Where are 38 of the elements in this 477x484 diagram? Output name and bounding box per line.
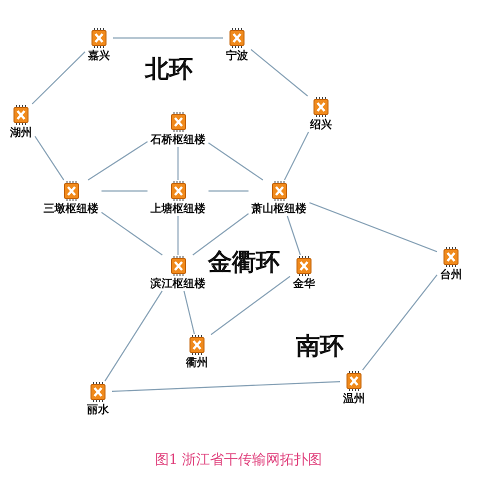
link-line	[113, 37, 223, 39]
link-line	[208, 142, 264, 180]
figure-caption: 图1 浙江省干传输网拓扑图	[154, 451, 324, 469]
node-label: 嘉兴	[88, 49, 110, 62]
ring-label: 北环	[145, 55, 193, 83]
link-line	[192, 213, 249, 256]
link-line	[208, 190, 248, 192]
link-line	[362, 274, 438, 370]
link-line	[32, 51, 86, 104]
link-line	[177, 216, 179, 255]
node-label: 上塘枢纽楼	[150, 202, 206, 215]
node-label: 萧山枢纽楼	[252, 202, 306, 215]
ring-label: 金衢环	[208, 248, 280, 276]
link-line	[210, 276, 290, 336]
node-label: 滨江枢纽楼	[150, 277, 206, 290]
link-line	[250, 49, 308, 96]
node-label: 石桥枢纽楼	[150, 133, 206, 146]
node-label: 金华	[293, 277, 315, 290]
node-label: 三墩枢纽楼	[44, 202, 98, 215]
node-label: 丽水	[87, 403, 109, 416]
link-line	[101, 212, 163, 256]
node-label: 温州	[343, 392, 365, 405]
link-line	[104, 290, 163, 382]
link-line	[309, 202, 438, 252]
link-line	[88, 141, 148, 180]
link-line	[177, 147, 179, 180]
link-line	[284, 132, 310, 180]
link-line	[112, 381, 340, 392]
node-label: 绍兴	[310, 118, 332, 131]
node-label: 衢州	[186, 356, 208, 369]
link-line	[102, 190, 148, 192]
node-label: 宁波	[226, 49, 248, 62]
node-label: 台州	[440, 268, 462, 281]
node-label: 湖州	[10, 126, 32, 139]
link-line	[183, 290, 195, 334]
link-line	[286, 216, 301, 256]
link-line	[34, 136, 64, 180]
ring-label: 南环	[296, 332, 344, 360]
